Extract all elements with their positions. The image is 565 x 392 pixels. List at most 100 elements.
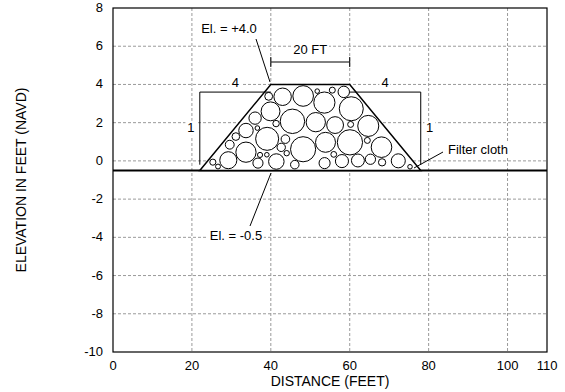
stone — [371, 137, 392, 158]
stone — [337, 130, 362, 155]
stone — [348, 121, 354, 127]
stone — [314, 92, 335, 113]
slope-label: 1 — [185, 121, 196, 135]
stone — [335, 155, 348, 168]
tick-label: -2 — [91, 192, 103, 206]
tick-label: 6 — [96, 39, 103, 53]
elevation-label: El. = +4.0 — [199, 22, 259, 36]
dimension-label: 20 FT — [291, 43, 329, 57]
stone — [408, 164, 413, 169]
stone — [291, 137, 316, 162]
stone — [220, 152, 237, 169]
stone — [319, 158, 330, 169]
tick-label: 20 — [185, 359, 199, 373]
stone — [265, 92, 273, 100]
stone — [315, 89, 320, 94]
stone — [329, 87, 335, 93]
stone — [280, 109, 304, 133]
grid-line — [428, 8, 429, 352]
stone — [236, 142, 256, 162]
dimension-line — [256, 39, 270, 82]
stone — [249, 112, 261, 124]
stone — [225, 140, 234, 149]
tick-label: 4 — [96, 77, 103, 91]
stone — [291, 160, 300, 169]
dimension-line — [200, 92, 271, 93]
tick-label: 2 — [96, 116, 103, 130]
stone — [277, 143, 285, 151]
dimension-line — [420, 92, 421, 165]
slope-label: 4 — [380, 76, 391, 90]
dimension-line — [349, 57, 350, 67]
dimension-line — [270, 57, 271, 67]
stone — [378, 159, 385, 166]
stone — [265, 152, 270, 157]
tick-label: 0 — [109, 359, 116, 373]
stone — [256, 127, 279, 150]
dimension-line — [271, 62, 350, 63]
stone — [306, 113, 325, 132]
dimension-marks — [200, 39, 443, 226]
grid-line — [113, 313, 547, 314]
stone — [331, 151, 337, 157]
grid-line — [270, 8, 271, 352]
grid-line — [191, 8, 192, 352]
tick-label: 80 — [421, 359, 435, 373]
tick-label: 60 — [342, 359, 356, 373]
dimension-line — [199, 92, 200, 165]
stone — [274, 88, 291, 105]
tick-label: 0 — [96, 154, 103, 168]
tick-label: 110 — [537, 359, 558, 373]
mound-outline — [200, 84, 421, 170]
stone — [232, 133, 240, 141]
stone — [358, 115, 379, 136]
stone — [269, 154, 284, 169]
stone — [365, 154, 375, 164]
grid-line — [113, 275, 547, 276]
stone — [391, 154, 405, 168]
slope-label: 4 — [230, 76, 241, 90]
stone — [281, 135, 290, 144]
elevation-label: El. = -0.5 — [208, 229, 264, 243]
dimension-line — [350, 92, 421, 93]
stone — [339, 97, 363, 121]
grid — [113, 8, 547, 352]
stone — [261, 102, 280, 121]
stone — [316, 132, 336, 152]
stone — [257, 152, 262, 157]
grid-line — [349, 8, 350, 352]
grid-line — [113, 237, 547, 238]
grid-line — [113, 46, 547, 47]
slope-label: 1 — [424, 121, 435, 135]
tick-label: 100 — [497, 359, 519, 373]
tick-label: 40 — [264, 359, 278, 373]
axis-title: ELEVATION IN FEET (NAVD) — [14, 88, 29, 273]
axis-title: DISTANCE (FEET) — [271, 374, 390, 389]
tick-label: 8 — [96, 1, 103, 15]
stone — [293, 86, 314, 107]
tick-label: -10 — [84, 345, 103, 359]
stone — [216, 164, 221, 169]
dimension-line — [250, 173, 271, 226]
callout-label: Filter cloth — [446, 143, 510, 157]
grid-line — [507, 8, 508, 352]
rubble-mound — [200, 84, 421, 170]
stone — [338, 86, 349, 97]
stone — [210, 159, 216, 165]
plot-frame — [113, 8, 547, 352]
stone — [255, 126, 260, 131]
tick-label: -8 — [91, 307, 103, 321]
stone — [327, 117, 344, 134]
stone — [351, 154, 364, 167]
stone — [284, 150, 289, 155]
stone — [273, 120, 279, 126]
tick-label: -4 — [91, 230, 103, 244]
stone — [364, 137, 370, 143]
tick-label: -6 — [91, 268, 103, 282]
stone — [239, 123, 253, 137]
dimension-line — [414, 152, 443, 168]
grid-line — [113, 199, 547, 200]
stone — [253, 158, 263, 168]
